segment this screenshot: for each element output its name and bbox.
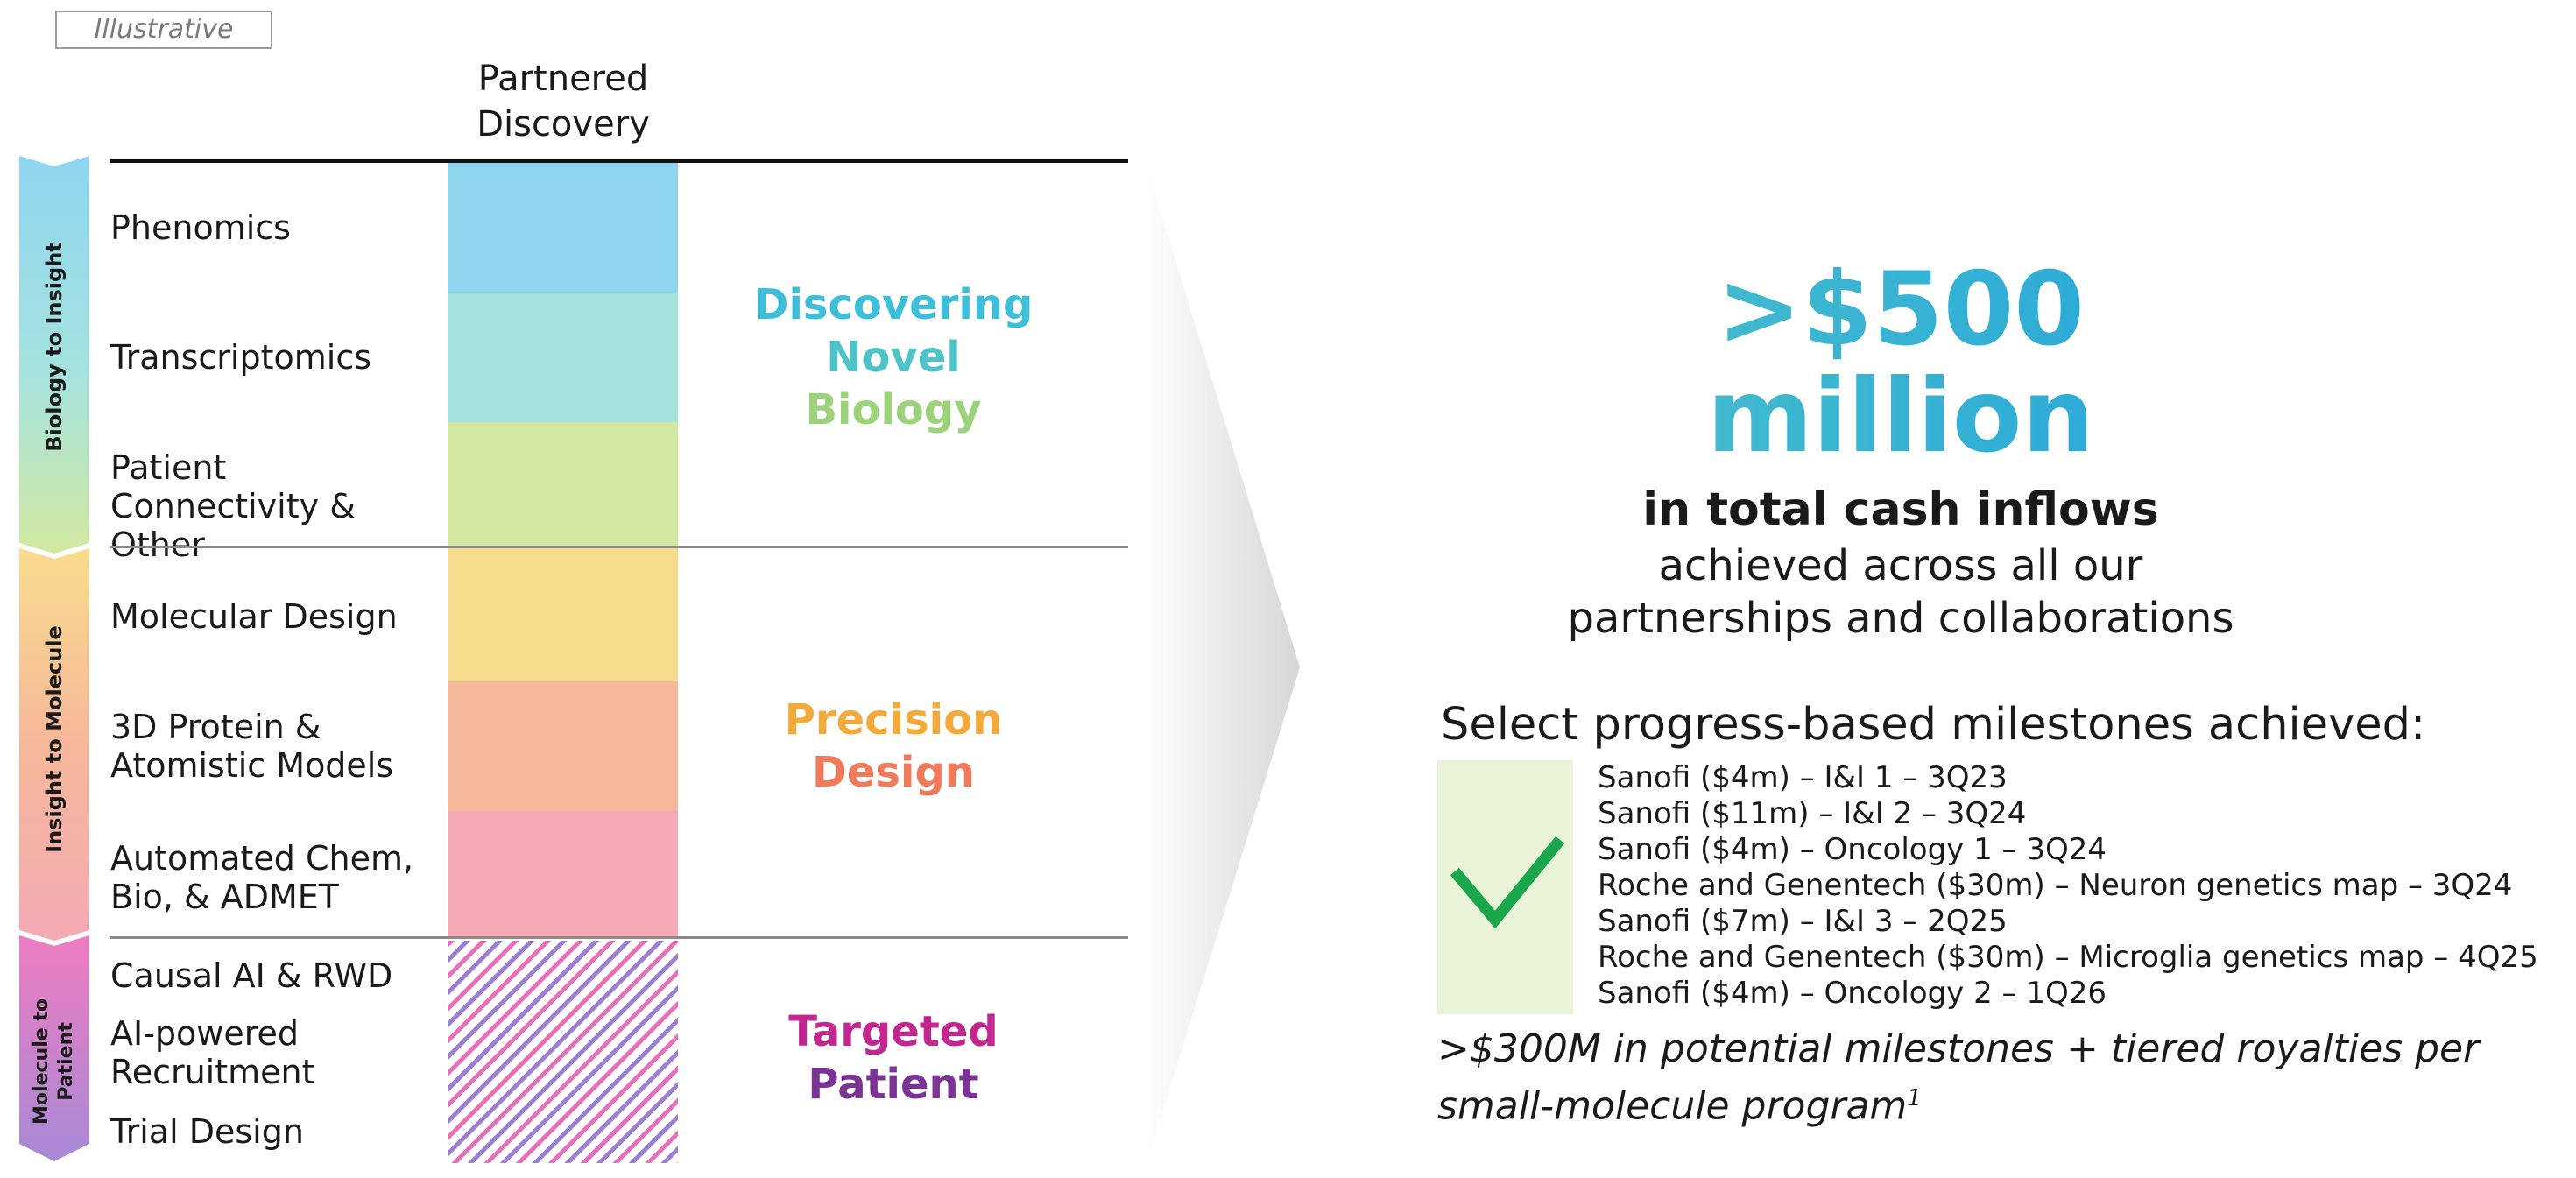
headline-stat: >$500 xyxy=(1436,256,2365,364)
column-header: Partnered Discovery xyxy=(476,59,650,145)
stage-bar-molecule xyxy=(19,935,89,1161)
checkmark-box xyxy=(1437,760,1573,1014)
phrase-word: Precision xyxy=(784,695,1003,744)
color-band xyxy=(448,163,678,293)
color-band xyxy=(448,422,678,548)
color-band xyxy=(448,293,678,422)
milestone-item: Sanofi ($4m) – Oncology 1 – 3Q24 xyxy=(1598,832,2107,867)
illustrative-tag: Illustrative xyxy=(55,11,272,49)
row-label: Transcriptomics xyxy=(110,338,372,377)
footnote-text: >$300M in potential milestones + tiered … xyxy=(1437,1026,2480,1129)
row-label: Molecular Design xyxy=(110,597,398,636)
phrase-word: Patient xyxy=(808,1060,979,1109)
stage-label-molecule: Molecule to Patient xyxy=(31,998,77,1125)
row-label: AI-powered Recruitment xyxy=(110,1014,315,1091)
section-divider xyxy=(110,546,1128,548)
headline-line: achieved across all our xyxy=(1658,541,2143,590)
section-divider xyxy=(110,936,1128,939)
stage-bar-insight xyxy=(19,548,89,941)
hatched-band xyxy=(448,941,678,1163)
row-label: Causal AI & RWD xyxy=(110,956,393,995)
phrase-word: Biology xyxy=(805,385,982,434)
row-label: Phenomics xyxy=(110,208,291,247)
milestone-item: Roche and Genentech ($30m) – Neuron gene… xyxy=(1598,868,2513,903)
potential-milestones-note: >$300M in potential milestones + tiered … xyxy=(1437,1025,2488,1132)
milestone-item: Sanofi ($7m) – I&I 3 – 2Q25 xyxy=(1598,904,2008,939)
phrase-word: Novel xyxy=(826,333,961,382)
color-band xyxy=(448,548,678,681)
color-band xyxy=(448,811,678,939)
milestone-item: Sanofi ($11m) – I&I 2 – 3Q24 xyxy=(1598,796,2027,831)
phrase-word: Design xyxy=(812,748,975,797)
stage-bar-biology xyxy=(19,156,89,554)
milestones-list: Sanofi ($4m) – I&I 1 – 3Q23 Sanofi ($11m… xyxy=(1598,760,2538,1012)
chevron-arrow-shape xyxy=(1146,163,1300,1167)
row-label: Trial Design xyxy=(110,1112,304,1151)
phrase-targeted-patient: Targeted Patient xyxy=(718,1005,1069,1111)
row-label: 3D Protein & Atomistic Models xyxy=(110,708,394,785)
headline-stat-unit: million xyxy=(1436,363,2365,471)
headline-bold: in total cash inflows xyxy=(1642,483,2159,536)
phrase-word: Targeted xyxy=(788,1007,999,1056)
milestone-item: Roche and Genentech ($30m) – Microglia g… xyxy=(1598,940,2538,975)
stage-bars xyxy=(19,156,89,1161)
color-band xyxy=(448,681,678,811)
stage-label-biology: Biology to Insight xyxy=(42,242,67,452)
footnote-marker: 1 xyxy=(1907,1085,1922,1111)
milestones-title: Select progress-based milestones achieve… xyxy=(1441,699,2426,751)
phrase-discovering-novel-biology: Discovering Novel Biology xyxy=(718,279,1069,436)
milestone-item: Sanofi ($4m) – I&I 1 – 3Q23 xyxy=(1598,760,2008,795)
row-label: Automated Chem, Bio, & ADMET xyxy=(110,839,414,916)
phrase-word: Discovering xyxy=(753,280,1034,329)
table-top-rule xyxy=(110,159,1128,163)
checkmark-icon xyxy=(1450,836,1565,929)
row-label: Patient Connectivity & Other xyxy=(110,448,356,564)
stage-label-insight: Insight to Molecule xyxy=(42,625,67,853)
milestone-item: Sanofi ($4m) – Oncology 2 – 1Q26 xyxy=(1598,976,2107,1011)
headline-line: partnerships and collaborations xyxy=(1567,594,2234,643)
phrase-precision-design: Precision Design xyxy=(718,694,1069,799)
